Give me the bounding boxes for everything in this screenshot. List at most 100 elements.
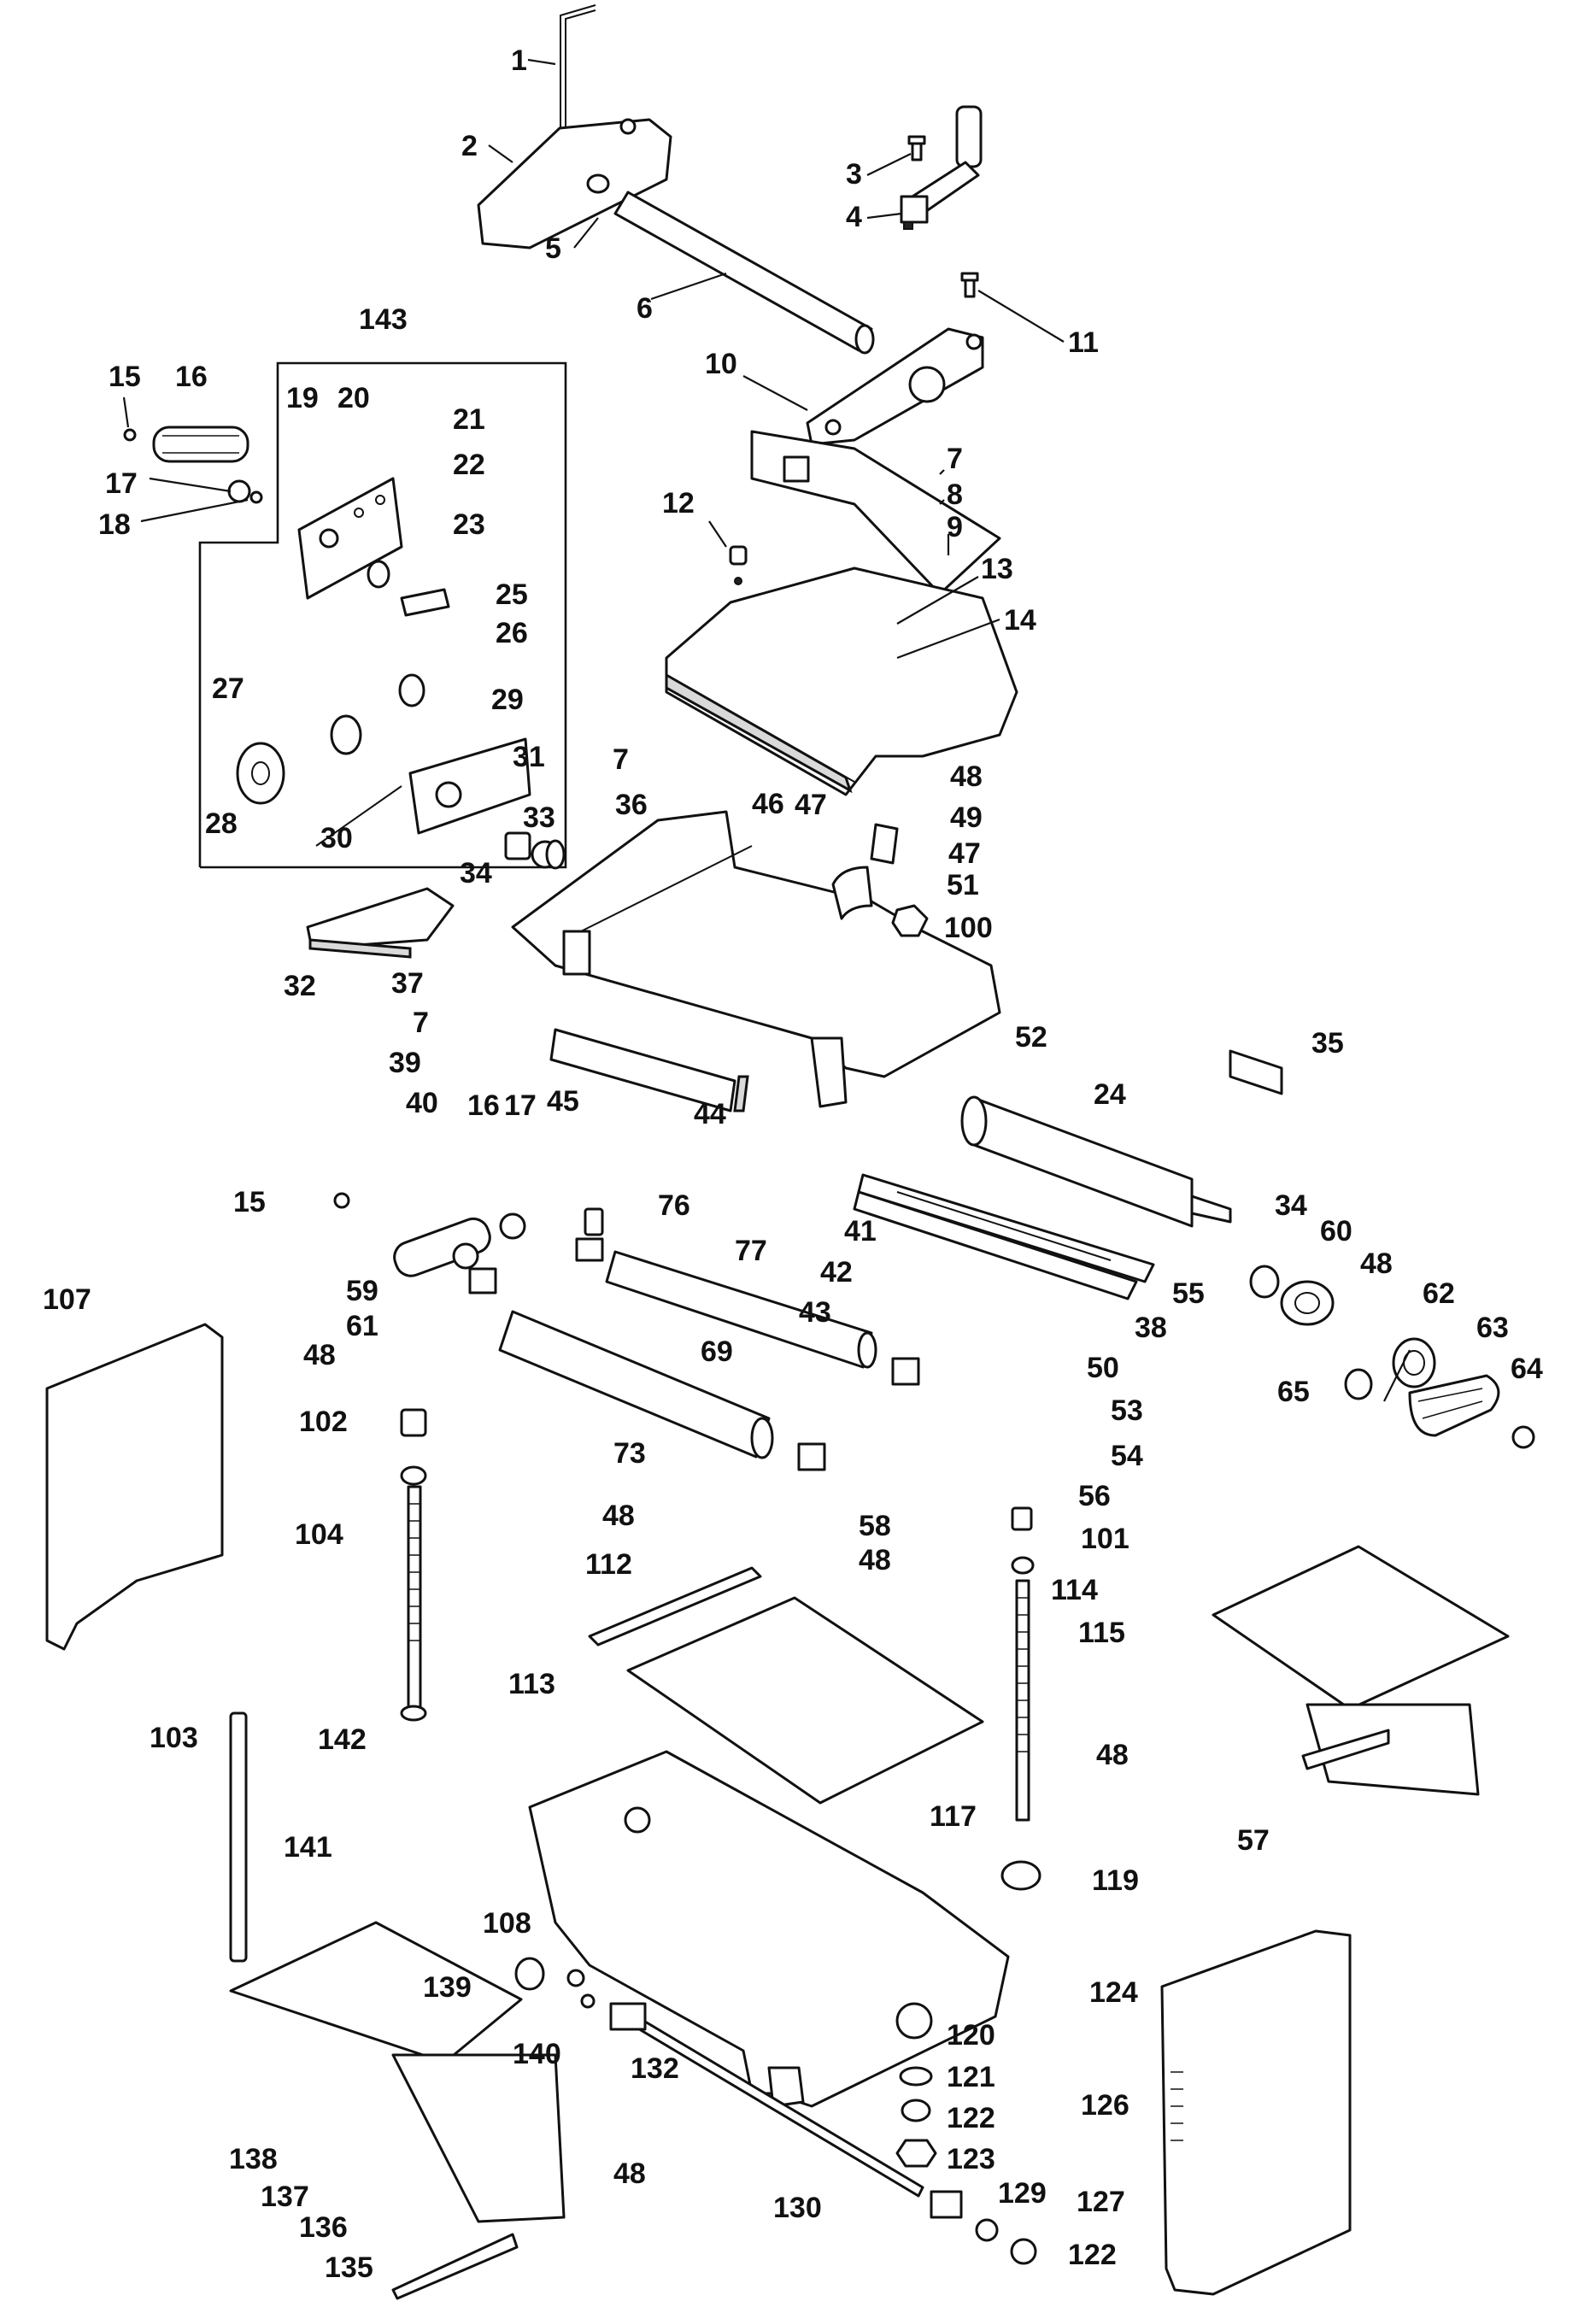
belt-63 <box>1408 1374 1500 1437</box>
callout-103: 103 <box>150 1722 198 1754</box>
callout-48-g: 48 <box>613 2157 646 2190</box>
callout-22: 22 <box>453 449 485 481</box>
blade-guard-32 <box>306 887 455 959</box>
callout-48-b: 48 <box>1360 1247 1393 1280</box>
callout-2: 2 <box>461 130 478 162</box>
callout-1: 1 <box>511 44 527 77</box>
crank-handle <box>900 105 983 230</box>
callout-5: 5 <box>545 232 561 265</box>
callout-40: 40 <box>406 1087 438 1119</box>
callout-122-a: 122 <box>947 2102 995 2134</box>
callout-14: 14 <box>1004 604 1036 637</box>
gearbox-gears <box>236 560 450 847</box>
callout-123: 123 <box>947 2143 995 2175</box>
callout-132: 132 <box>631 2052 679 2085</box>
callout-16-b: 16 <box>467 1089 500 1122</box>
callout-142: 142 <box>318 1723 367 1756</box>
base-hardware <box>514 1957 937 2168</box>
callout-47-b: 47 <box>948 837 981 870</box>
small-pulley-65 <box>1344 1368 1373 1400</box>
callout-139: 139 <box>423 1971 472 2004</box>
cutterhead-shaft-24 <box>960 1095 1232 1228</box>
callout-29: 29 <box>491 684 524 716</box>
callout-labels: 1 2 3 4 5 6 7 7 7 8 9 10 11 12 13 14 15 … <box>43 44 1543 2284</box>
callout-100: 100 <box>944 912 993 944</box>
callout-3: 3 <box>846 158 862 191</box>
callout-113: 113 <box>508 1668 555 1700</box>
callout-51: 51 <box>947 869 979 901</box>
callout-126: 126 <box>1081 2089 1130 2122</box>
callout-77: 77 <box>735 1235 767 1267</box>
callout-8: 8 <box>947 478 963 511</box>
callout-44: 44 <box>694 1098 726 1130</box>
callout-138: 138 <box>229 2143 278 2175</box>
bearing-34-left <box>545 839 566 870</box>
callout-15-b: 15 <box>233 1186 266 1218</box>
screw-11 <box>960 272 979 298</box>
callout-124: 124 <box>1089 1976 1138 2009</box>
callout-32: 32 <box>284 970 316 1002</box>
callout-104: 104 <box>295 1518 343 1551</box>
callout-6: 6 <box>637 292 653 325</box>
callout-43: 43 <box>799 1296 831 1329</box>
callout-143: 143 <box>359 303 408 336</box>
gearbox-plate-31 <box>408 737 531 835</box>
callout-7-a: 7 <box>947 443 963 475</box>
callout-48-e: 48 <box>859 1544 891 1576</box>
callout-27: 27 <box>212 672 244 705</box>
callout-26: 26 <box>496 617 528 649</box>
base-casting-120 <box>528 1750 1010 2108</box>
callout-54: 54 <box>1111 1440 1143 1472</box>
right-top-bracket <box>806 327 984 446</box>
callout-130: 130 <box>773 2192 822 2224</box>
callout-141: 141 <box>284 1831 332 1864</box>
chain-sprocket-bottom <box>333 1192 526 1277</box>
bracket-49 <box>870 823 899 865</box>
gearbox-plate-21 <box>297 477 403 600</box>
callout-62: 62 <box>1423 1277 1455 1310</box>
callout-17-a: 17 <box>105 467 138 500</box>
side-guard-127 <box>1160 1929 1352 2296</box>
callout-11: 11 <box>1068 326 1099 359</box>
callout-39: 39 <box>389 1047 421 1079</box>
callout-45: 45 <box>547 1085 579 1118</box>
support-bar-135 <box>391 2233 519 2300</box>
left-top-bracket <box>477 118 672 249</box>
callout-33: 33 <box>523 801 555 834</box>
callout-17-b: 17 <box>504 1089 537 1122</box>
feed-roller-77 <box>605 1250 877 1369</box>
callout-24: 24 <box>1094 1078 1126 1111</box>
callout-18: 18 <box>98 508 131 541</box>
lead-screw-104 <box>400 1408 427 1722</box>
callout-101: 101 <box>1081 1523 1130 1555</box>
callout-61: 61 <box>346 1310 378 1342</box>
callout-13: 13 <box>981 553 1013 585</box>
leader-lines <box>122 58 1411 1402</box>
shaft-130 <box>609 2002 1037 2265</box>
callout-47-a: 47 <box>795 789 827 821</box>
callout-19: 19 <box>286 382 319 414</box>
callout-41: 41 <box>844 1215 877 1247</box>
callout-137: 137 <box>261 2181 309 2213</box>
callout-23: 23 <box>453 508 485 541</box>
extension-table-right-57 <box>1212 1545 1510 1796</box>
knife-45 <box>549 1028 736 1112</box>
callout-120: 120 <box>947 2019 995 2052</box>
callout-48-c: 48 <box>303 1339 336 1371</box>
callout-56: 56 <box>1078 1480 1111 1512</box>
bearing-housing-60 <box>1280 1280 1335 1326</box>
callout-60: 60 <box>1320 1215 1352 1247</box>
callout-12: 12 <box>662 487 695 520</box>
callout-129: 129 <box>998 2177 1047 2210</box>
callout-69: 69 <box>701 1335 733 1368</box>
callout-48-a: 48 <box>950 760 983 793</box>
callout-9: 9 <box>947 511 963 543</box>
plate-35 <box>1229 1049 1283 1095</box>
callout-135: 135 <box>325 2251 373 2284</box>
callout-112: 112 <box>585 1548 632 1581</box>
callout-15-a: 15 <box>109 361 141 393</box>
callout-136: 136 <box>299 2211 348 2244</box>
top-cover <box>665 566 1018 796</box>
callout-36: 36 <box>615 789 648 821</box>
connecting-shaft <box>613 191 875 355</box>
